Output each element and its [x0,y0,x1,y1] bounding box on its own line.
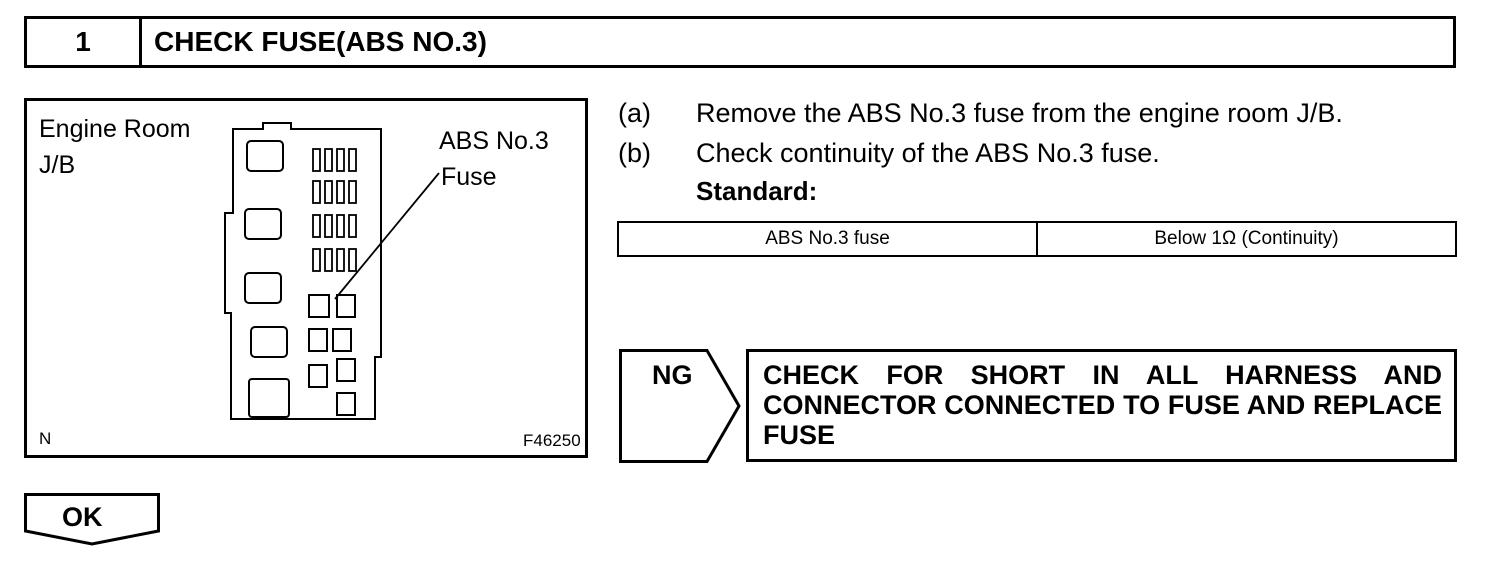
ng-action-box: CHECK FOR SHORT IN ALL HARNESS AND CONNE… [746,349,1457,462]
step-title: CHECK FUSE(ABS NO.3) [154,26,487,57]
step-tag: (a) [618,98,651,128]
step-text: Remove the ABS No.3 fuse from the engine… [696,98,1343,128]
step-number: 1 [27,19,142,65]
ng-label: NG [652,360,693,390]
relay-slot [244,208,282,240]
location-label-line1: Engine Room [39,115,191,143]
standard-label: Standard: [696,176,818,206]
abs-no3-fuse-slot [308,294,330,318]
table-row: ABS No.3 fuse Below 1Ω (Continuity) [617,221,1457,257]
standard-table: ABS No.3 fuse Below 1Ω (Continuity) [617,221,1457,257]
location-label-line2: J/B [39,151,76,179]
step-text: Check continuity of the ABS No.3 fuse. [696,138,1160,168]
standard-item-cell: ABS No.3 fuse [617,221,1038,257]
ng-arrow-shape [619,349,741,463]
relay-slot [244,272,282,304]
fuse-label-line1: ABS No.3 [439,127,549,155]
relay-slot [250,326,288,358]
junction-block-outline [224,122,382,420]
fuse-location-diagram: Engine Room J/B ABS No.3 Fuse N F46250 [24,98,588,458]
fuse-leader-line [334,172,440,300]
relay-slot [246,140,284,172]
fuse-label-line2: Fuse [441,163,497,191]
step-header: 1 CHECK FUSE(ABS NO.3) [24,16,1456,68]
corner-mark: N [39,429,52,448]
figure-code: F46250 [523,431,581,450]
relay-slot [248,378,290,418]
ok-arrow-shape [24,493,160,546]
ok-label: OK [62,502,103,532]
standard-value-cell: Below 1Ω (Continuity) [1036,221,1457,257]
step-tag: (b) [618,138,651,168]
junction-block-illustration [224,122,440,420]
